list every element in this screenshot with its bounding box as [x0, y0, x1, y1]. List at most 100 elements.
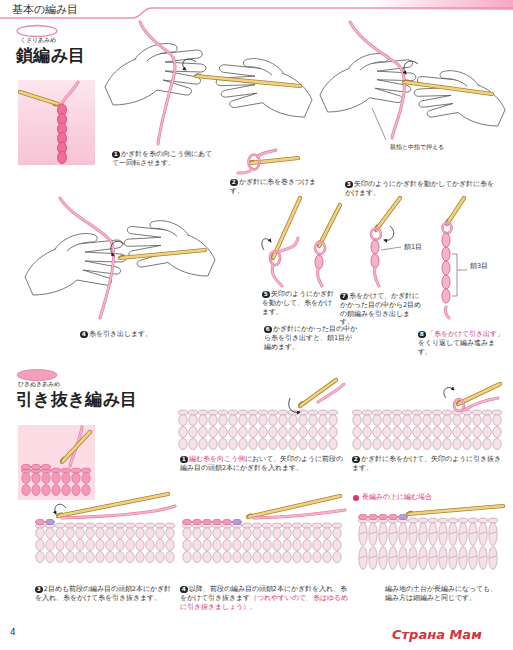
callout-number: 4 [80, 331, 88, 339]
stitch [479, 547, 487, 570]
stitch [403, 439, 411, 450]
stitch-head [482, 410, 491, 415]
stitch [359, 523, 367, 546]
stitch [269, 415, 277, 426]
step-caption: 編み地の土台が長編みになっても、編み方は細編みと同じです。 [385, 585, 503, 603]
stitch [299, 427, 307, 438]
stitch [263, 552, 271, 563]
stitch [483, 427, 491, 438]
stitch [483, 439, 491, 450]
stitch-head [382, 410, 391, 415]
yarn-loop-shine [371, 229, 381, 240]
stitch [309, 427, 317, 438]
stitch-head [105, 523, 114, 528]
stitch [229, 427, 237, 438]
yarn [60, 198, 114, 318]
stitch [56, 552, 64, 563]
stitch [379, 523, 387, 546]
hook-shaft [376, 198, 400, 230]
slip-stitch [22, 464, 31, 469]
stitch [253, 552, 261, 563]
stitch [273, 552, 281, 563]
hook-tip [404, 80, 409, 82]
slip-stitch [36, 519, 45, 524]
stitch [86, 528, 94, 539]
yarn-body [279, 238, 298, 252]
stitch [243, 540, 251, 551]
stitch-head [95, 523, 104, 528]
slip-stitch [32, 464, 41, 469]
stitch-head [65, 523, 74, 528]
yarn-body [60, 198, 114, 318]
stitch [493, 415, 501, 426]
yarn-outline [238, 169, 252, 173]
part-label: 鎖3目 [470, 262, 500, 271]
stitch-head [178, 410, 187, 415]
stitch [393, 439, 401, 450]
yarn-loop [454, 399, 464, 411]
stitch [213, 540, 221, 551]
stitch [166, 552, 174, 563]
stitch [393, 427, 401, 438]
stitch [219, 439, 227, 450]
stitch [353, 439, 361, 450]
yarn-loop [371, 229, 381, 240]
hook-shaft-outline [300, 380, 336, 406]
stitch [273, 528, 281, 539]
fabric-swatch [35, 519, 174, 562]
step-caption-text: 糸を引き出します。 [89, 330, 152, 338]
step-caption: 4以降、前段の編み目の頭鎖2本にかぎ針を入れ、糸をかけて引き抜きます（つれやすい… [180, 585, 348, 611]
stitch-head [412, 410, 421, 415]
stitch [22, 473, 30, 484]
slip-stitch [193, 519, 202, 524]
stitch [279, 415, 287, 426]
hook-tip [408, 511, 413, 514]
hook-tip [120, 255, 125, 258]
yarn [445, 307, 449, 318]
yarn-outline [272, 265, 282, 286]
hand-outline [216, 65, 312, 117]
step-caption: 2かぎ針に糸を巻きつけます。 [230, 178, 325, 196]
step-caption-text: 「糸をかけて引き出す」 [427, 330, 504, 338]
stitch [239, 427, 247, 438]
yarn-outline [258, 150, 276, 156]
stitch [299, 415, 307, 426]
hook-shaft-outline [458, 384, 500, 404]
stitch [82, 485, 90, 496]
stitch [459, 523, 467, 546]
hook-tip [61, 457, 64, 462]
yarn-body [62, 82, 78, 103]
stitch [393, 415, 401, 426]
callout-number: 7 [340, 293, 348, 301]
stitch [233, 552, 241, 563]
hand-outline [25, 240, 126, 295]
stitch [289, 415, 297, 426]
hook-shaft [196, 76, 300, 86]
stitch [66, 528, 74, 539]
stitch [439, 547, 447, 570]
stitch [116, 540, 124, 551]
stitch [36, 528, 44, 539]
hook-shaft [120, 250, 205, 258]
page-number: 4 [10, 626, 30, 638]
stitch-bar [370, 556, 377, 558]
stitch [183, 552, 191, 563]
stitch [243, 552, 251, 563]
yarn [279, 238, 298, 252]
furigana: くさりあみめ [20, 37, 80, 44]
fabric-swatch [21, 464, 90, 495]
stitch [389, 523, 397, 546]
crochet-hook [408, 506, 503, 514]
stitch-head [298, 410, 307, 415]
stitch [293, 540, 301, 551]
crochet-hook [20, 92, 58, 106]
stitch-head [85, 523, 94, 528]
thumb-outline [150, 221, 188, 237]
stitch-head [352, 410, 361, 415]
stitch [463, 415, 471, 426]
stitch [419, 523, 427, 546]
stitch [219, 427, 227, 438]
stitch [229, 415, 237, 426]
callout-number: 5 [262, 291, 270, 299]
slip-stitch [213, 519, 222, 524]
